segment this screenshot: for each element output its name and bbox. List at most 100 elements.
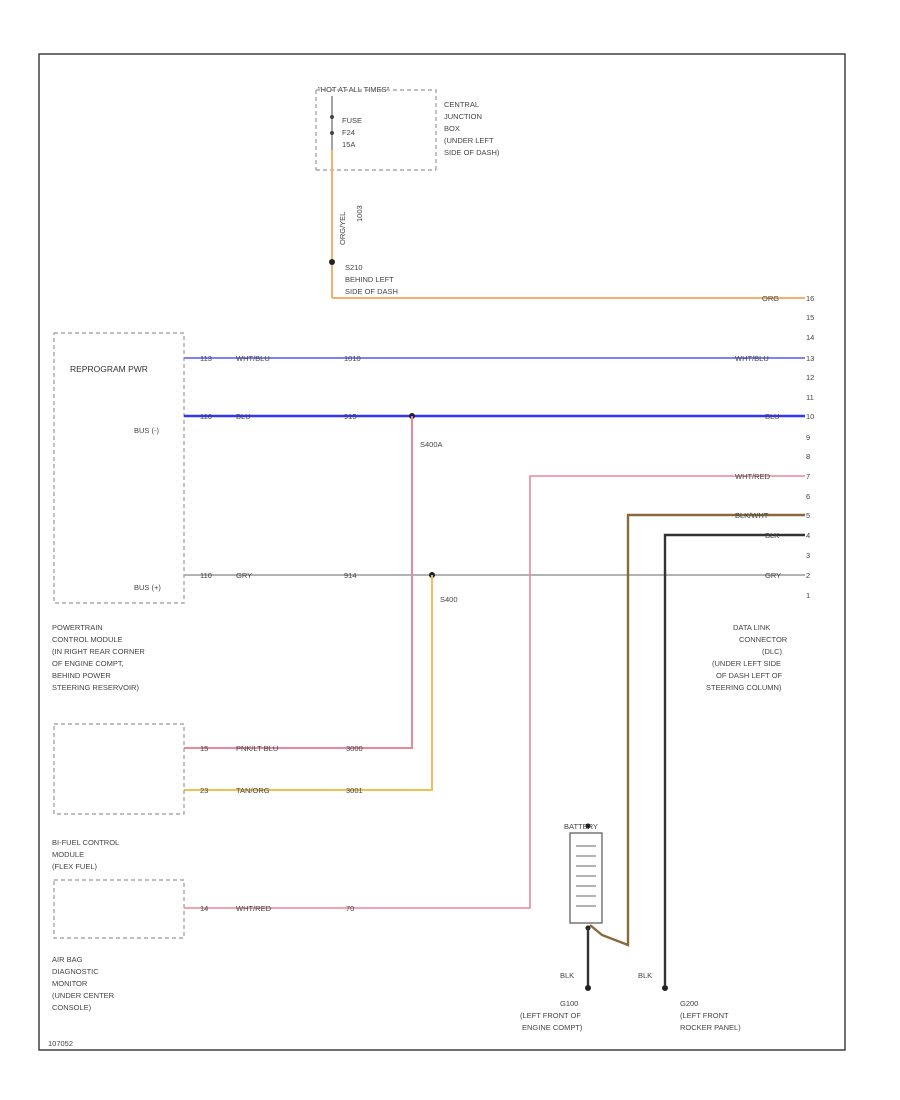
pcm-caption-5: BEHIND POWER <box>52 671 111 680</box>
airbag-caption: AIR BAG DIAGNOSTIC MONITOR (UNDER CENTER… <box>52 955 115 1012</box>
airbag-caption-3: MONITOR <box>52 979 88 988</box>
fuse-box-outline <box>315 89 437 171</box>
diagram-frame <box>38 53 846 1051</box>
bifuel-caption: BI-FUEL CONTROL MODULE (FLEX FUEL) <box>52 838 119 871</box>
dlc-pin-7: 7 <box>806 472 810 481</box>
dlc-caption-5: OF DASH LEFT OF <box>716 671 783 680</box>
wire-pin16-color: ORG <box>762 294 779 303</box>
battery-body <box>569 832 603 924</box>
dlc-pin-8: 8 <box>806 452 810 461</box>
dlc-pin-13: 13 <box>806 354 814 363</box>
bifuel-pin1-circuit: 3000 <box>346 744 363 753</box>
wire-bus-plus-color: GRY <box>236 571 252 580</box>
dlc-caption-3: (DLC) <box>762 647 783 656</box>
bifuel-caption-1: BI-FUEL CONTROL <box>52 838 119 847</box>
dlc-pin-5: 5 <box>806 511 810 520</box>
pcm-box <box>53 332 185 604</box>
wire-pin5 <box>589 513 805 947</box>
dlc-pin-15: 15 <box>806 313 814 322</box>
splice-s400a-label: S400A <box>420 440 443 449</box>
wire-bus-minus-dlc-color: BLU <box>765 412 780 421</box>
cjb-line-2: JUNCTION <box>444 112 482 121</box>
wire-bus-minus-color: BLU <box>236 412 251 421</box>
ground-g200-dot <box>662 985 668 991</box>
bifuel-caption-3: (FLEX FUEL) <box>52 862 98 871</box>
cjb-line-3: BOX <box>444 124 460 133</box>
battery: BATTERY <box>564 822 603 931</box>
dlc-pin-3: 3 <box>806 551 810 560</box>
ground-g100-dot <box>585 985 591 991</box>
pcm-caption-6: STEERING RESERVOIR) <box>52 683 139 692</box>
battery-label: BATTERY <box>564 822 598 831</box>
bifuel-pin2: 23 <box>200 786 208 795</box>
s210-line-2: BEHIND LEFT <box>345 275 394 284</box>
fuse-feed-circuit: 1003 <box>355 205 364 222</box>
dlc-caption-6: STEERING COLUMN) <box>706 683 782 692</box>
fuse-terminal-bottom <box>330 131 334 135</box>
pcm-caption-2: CONTROL MODULE <box>52 635 123 644</box>
dlc-pin-11: 11 <box>806 393 814 402</box>
page-code: 107052 <box>48 1039 73 1048</box>
s210-line-3: SIDE OF DASH <box>345 287 398 296</box>
dlc-pin-9: 9 <box>806 433 810 442</box>
airbag-caption-2: DIAGNOSTIC <box>52 967 99 976</box>
airbag-pin: 14 <box>200 904 208 913</box>
dlc-caption-2: CONNECTOR <box>739 635 788 644</box>
dlc-pin-2: 2 <box>806 571 810 580</box>
airbag-box <box>53 879 185 939</box>
dlc-pin-1: 1 <box>806 591 810 600</box>
dlc-pin-10: 10 <box>806 412 814 421</box>
dlc-caption: DATA LINK CONNECTOR (DLC) (UNDER LEFT SI… <box>706 623 788 692</box>
wire-bus-minus-circuit: 915 <box>344 412 357 421</box>
wire-bus-plus-circuit: 914 <box>344 571 357 580</box>
dlc-pin-4: 4 <box>806 531 810 540</box>
airbag-caption-1: AIR BAG <box>52 955 83 964</box>
wire-s400-bifuel <box>184 575 433 791</box>
wire-bus-plus-pin: 110 <box>200 571 212 580</box>
bifuel-box <box>53 723 185 815</box>
wire-pin4-color: BLK <box>765 531 779 540</box>
fuse-terminal-top <box>330 115 334 119</box>
g200-wire-color: BLK <box>638 971 652 980</box>
fuse-block: "HOT AT ALL TIMES" FUSE F24 15A CENTRAL … <box>315 85 500 171</box>
pcm-caption-4: OF ENGINE COMPT, <box>52 659 124 668</box>
battery-positive-terminal <box>585 823 591 829</box>
g100-line-2: (LEFT FRONT OF <box>520 1011 581 1020</box>
airbag-caption-4: (UNDER CENTER <box>52 991 115 1000</box>
wire-s400a-bifuel <box>184 416 413 749</box>
bifuel-pin1-color: PNK/LT BLU <box>236 744 278 753</box>
pcm-caption-3: (IN RIGHT REAR CORNER <box>52 647 145 656</box>
dlc-caption-4: (UNDER LEFT SIDE <box>712 659 781 668</box>
wire-airbag-pin7 <box>184 475 805 909</box>
airbag-circuit: 70 <box>346 904 354 913</box>
g200-line-2: (LEFT FRONT <box>680 1011 729 1020</box>
fuse-line-1: FUSE <box>342 116 362 125</box>
wire-bus-minus-pin: 116 <box>200 412 212 421</box>
fuse-line-2: F24 <box>342 128 355 137</box>
airbag-wire-color: WHT/RED <box>236 904 272 913</box>
wire-pin4 <box>663 533 805 985</box>
airbag-caption-5: CONSOLE) <box>52 1003 92 1012</box>
s210-line-1: S210 <box>345 263 363 272</box>
bifuel-pin2-color: TAN/ORG <box>236 786 270 795</box>
fuse-feed-color: ORG/YEL <box>338 212 347 245</box>
pcm-caption-1: POWERTRAIN <box>52 623 103 632</box>
wire-pcm-pwr-color: WHT/BLU <box>236 354 270 363</box>
cjb-line-5: SIDE OF DASH) <box>444 148 500 157</box>
dlc-pin-12: 12 <box>806 373 814 382</box>
splice-s210-dot <box>329 259 335 265</box>
dlc-pin-14: 14 <box>806 333 814 342</box>
g100-line-3: ENGINE COMPT) <box>522 1023 583 1032</box>
fuse-line-3: 15A <box>342 140 355 149</box>
pcm-bus-minus-label: BUS (-) <box>134 426 160 435</box>
g200-line-3: ROCKER PANEL) <box>680 1023 741 1032</box>
g200-line-1: G200 <box>680 999 698 1008</box>
wire-pcm-pwr-circuit: 1010 <box>344 354 361 363</box>
dlc-pin-column: 16 15 14 13 12 11 10 9 8 7 6 5 4 3 2 1 <box>806 294 814 600</box>
dlc-pin-6: 6 <box>806 492 810 501</box>
wire-pin5-color: BLK/WHT <box>735 511 769 520</box>
wire-pcm-pwr-dlc-color: WHT/BLU <box>735 354 769 363</box>
bifuel-pin2-circuit: 3001 <box>346 786 363 795</box>
wire-pin7-color: WHT/RED <box>735 472 771 481</box>
